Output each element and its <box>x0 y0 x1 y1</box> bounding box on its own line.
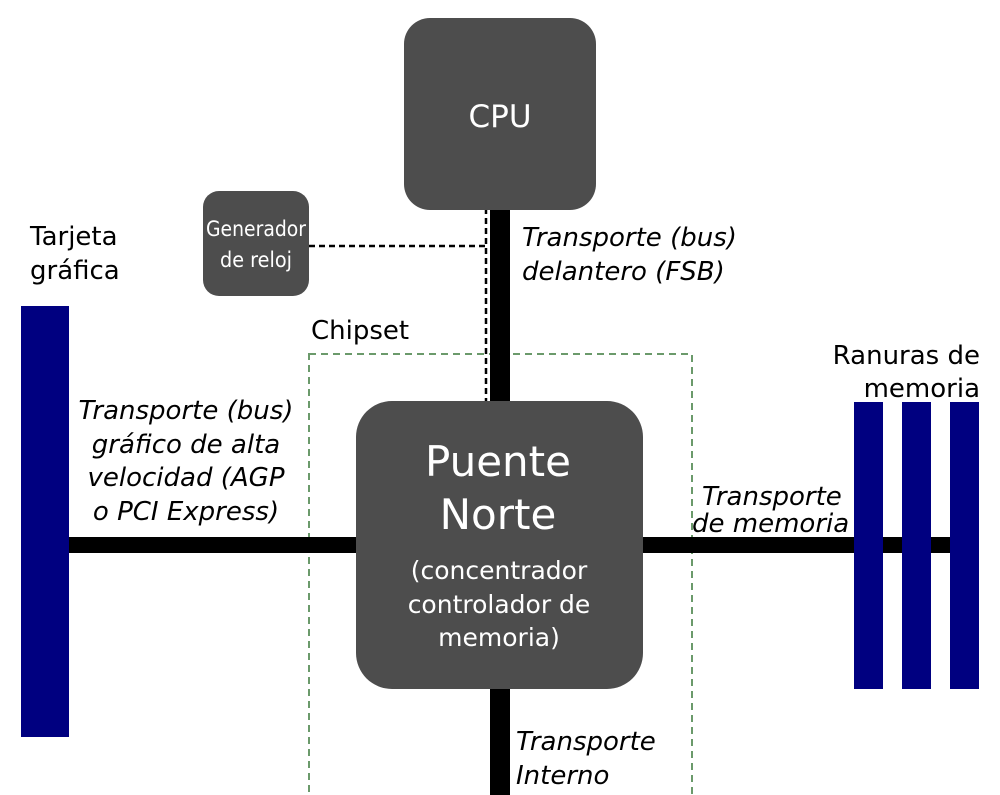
memory-slots-label-line1: Ranuras de <box>833 341 980 371</box>
fsb-label-line2: delantero (FSB) <box>522 257 725 287</box>
memory-bus-label-line1: Transporte <box>702 482 842 512</box>
memory-slot-2 <box>902 402 931 689</box>
cpu-box <box>404 18 596 210</box>
clock-generator-label-line2: de reloj <box>220 248 292 272</box>
cpu-label: CPU <box>468 99 531 135</box>
memory-slot-3 <box>950 402 979 689</box>
internal-bus-label-line2: Interno <box>516 761 609 791</box>
agp-label-line1: Transporte (bus) <box>79 396 294 426</box>
chipset-region <box>308 353 693 795</box>
memory-slots-label-line2: memoria <box>864 374 980 404</box>
fsb-label-line1: Transporte (bus) <box>522 223 737 253</box>
clock-generator-box <box>203 191 309 296</box>
graphics-card-label-line1: Tarjeta <box>29 222 118 252</box>
north-bridge-title-line1: Puente <box>425 437 571 486</box>
graphics-card-slot <box>21 306 69 737</box>
north-bridge-subtitle-line1: (concentrador <box>411 556 588 585</box>
internal-bus-label-line1: Transporte <box>516 727 656 757</box>
chipset-label: Chipset <box>311 316 409 346</box>
memory-slot-1 <box>854 402 883 689</box>
north-bridge-title-line2: Norte <box>440 490 557 539</box>
clock-generator-label-line1: Generador <box>206 217 306 241</box>
north-bridge-subtitle-line3: memoria) <box>438 623 560 652</box>
north-bridge-subtitle-line2: controlador de <box>408 590 591 619</box>
graphics-card-label-line2: gráfica <box>30 256 120 286</box>
agp-label-line2: gráfico de alta <box>92 430 280 460</box>
agp-label-line4: o PCI Express) <box>93 497 279 527</box>
agp-label-line3: velocidad (AGP <box>88 463 285 493</box>
memory-bus-label-line2: de memoria <box>692 509 849 539</box>
north-bridge-box <box>356 401 643 689</box>
